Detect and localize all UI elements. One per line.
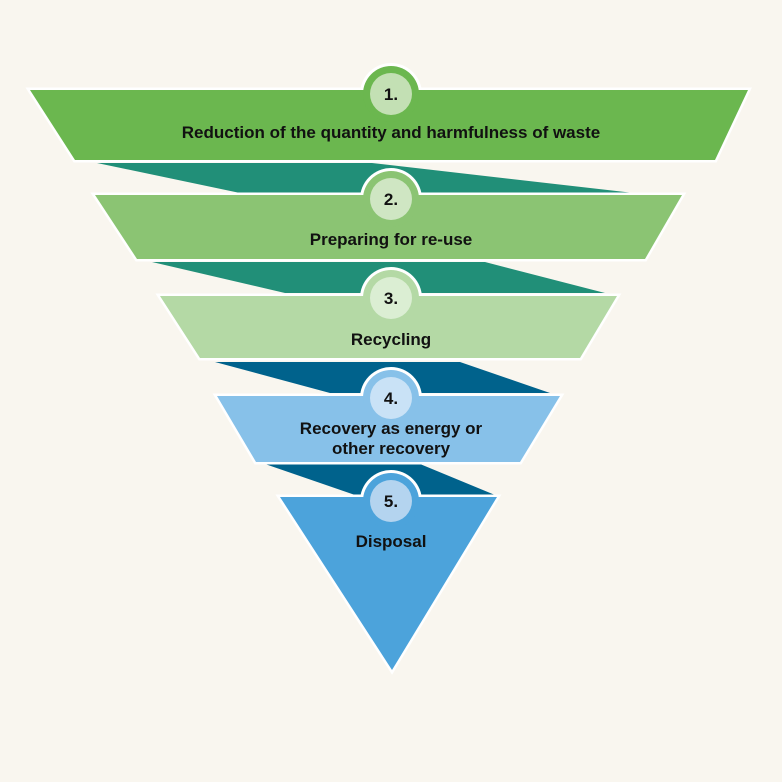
level-band	[30, 90, 748, 160]
level-2: 2. Preparing for re-use	[90, 168, 687, 262]
level-label: other recovery	[332, 439, 451, 458]
number-badge	[370, 178, 412, 220]
level-band	[95, 195, 682, 259]
level-number: 3.	[384, 289, 398, 308]
level-number: 1.	[384, 85, 398, 104]
level-band	[160, 296, 617, 358]
number-badge	[370, 73, 412, 115]
level-label: Recycling	[351, 330, 431, 349]
level-5: 5. Disposal	[275, 470, 502, 675]
level-number: 4.	[384, 389, 398, 408]
level-band	[280, 497, 497, 670]
level-number: 5.	[384, 492, 398, 511]
level-band	[217, 396, 560, 462]
number-badge	[370, 377, 412, 419]
level-3: 3. Recycling	[155, 267, 622, 361]
level-label: Reduction of the quantity and harmfulnes…	[182, 123, 600, 142]
level-label: Recovery as energy or	[300, 419, 483, 438]
level-number: 2.	[384, 190, 398, 209]
levels: 1. Reduction of the quantity and harmfuln…	[25, 63, 752, 675]
level-label: Disposal	[356, 532, 427, 551]
level-label: Preparing for re-use	[310, 230, 473, 249]
number-badge	[370, 277, 412, 319]
number-badge	[370, 480, 412, 522]
level-1: 1. Reduction of the quantity and harmfuln…	[25, 63, 752, 163]
